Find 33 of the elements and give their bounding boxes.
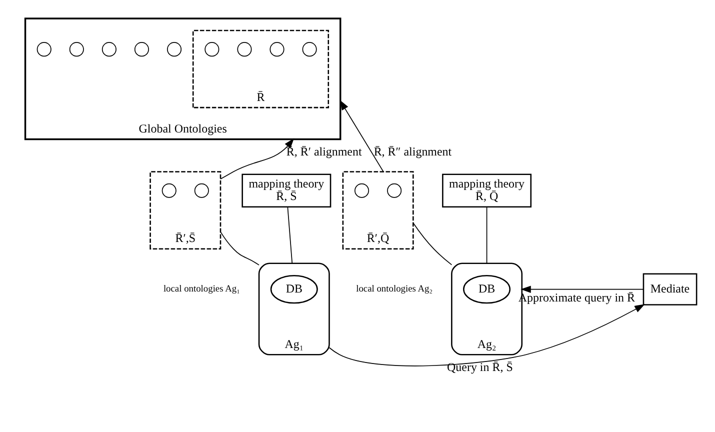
node-circle <box>302 42 317 57</box>
node-circle <box>194 183 209 198</box>
node-circle <box>162 183 176 198</box>
node-box: mapping theory R̄, Q̄ <box>442 174 532 208</box>
arrow <box>340 100 384 172</box>
node-box: Mediate <box>642 273 698 306</box>
node-circle <box>237 42 252 57</box>
node-circle <box>166 42 182 57</box>
connector <box>486 206 488 264</box>
edge-label: Query in R̄, S̄ <box>447 360 513 374</box>
node-circle <box>270 42 284 57</box>
node-ellipse: DB <box>463 274 511 304</box>
cluster: R̄′,Q̄ <box>342 171 414 250</box>
node-label: local ontologies Ag₁ <box>163 284 240 295</box>
node-circle <box>204 42 220 57</box>
connector <box>412 222 452 266</box>
node-box: mapping theory R̄, S̄ <box>242 174 332 208</box>
cluster: R̄′,S̄ <box>150 171 222 250</box>
arrow <box>520 286 644 293</box>
edge-label: R̄, R̄″ alignment <box>374 144 452 159</box>
cluster: R̄ <box>192 30 330 108</box>
node-circle <box>134 42 149 57</box>
connector <box>287 206 293 264</box>
arrow <box>220 138 294 180</box>
node-circle <box>354 183 370 198</box>
arrow <box>328 304 645 366</box>
node-circle <box>69 42 84 57</box>
node-label: local ontologies Ag₂ <box>356 284 433 295</box>
node-ellipse: DB <box>270 274 318 304</box>
connector <box>220 231 260 266</box>
node-circle <box>387 183 402 198</box>
node-circle <box>36 42 52 57</box>
node-circle <box>102 42 116 57</box>
